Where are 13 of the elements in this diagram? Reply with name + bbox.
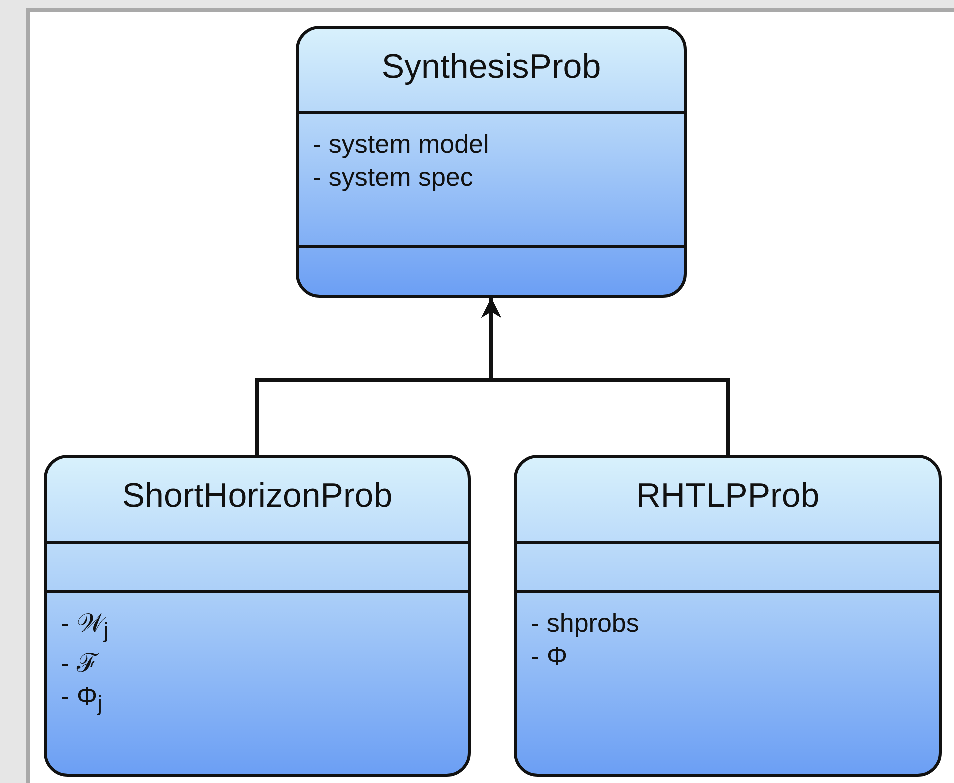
class-name: ShortHorizonProb bbox=[121, 476, 394, 516]
attribute-text: - 𝒲$_{j}$ bbox=[61, 607, 110, 646]
class-box bbox=[44, 455, 471, 777]
attribute-text: - system spec bbox=[313, 161, 474, 194]
class-name: SynthesisProb bbox=[380, 47, 602, 87]
class-name: RHTLPProb bbox=[635, 476, 821, 516]
attribute-text: - shprobs bbox=[531, 607, 640, 640]
class-box bbox=[514, 455, 942, 777]
attribute-text: - Φ$_{j}$ bbox=[61, 680, 104, 718]
attribute-text: - Φ bbox=[531, 640, 569, 673]
attribute-text: - ℱ bbox=[61, 647, 100, 680]
attribute-text: - system model bbox=[313, 128, 490, 161]
class-box bbox=[296, 26, 687, 298]
